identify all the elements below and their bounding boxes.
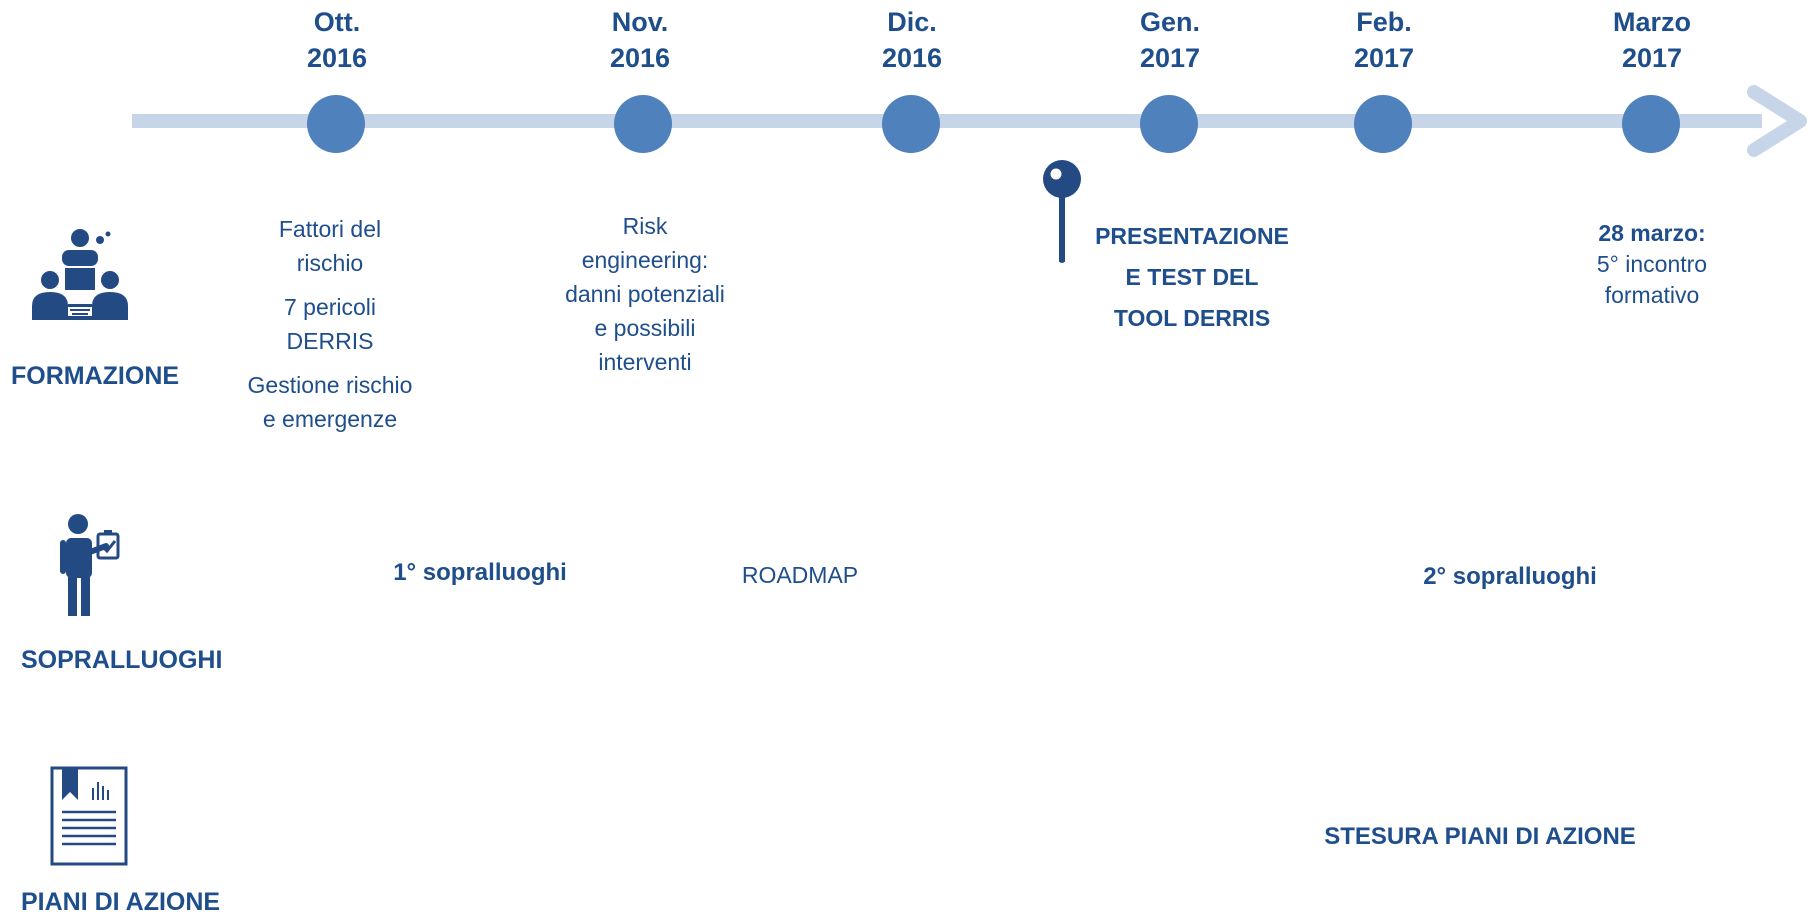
category-sopralluoghi: SOPRALLUOGHI [21, 646, 223, 674]
month-label-dic: Dic.2016 [881, 7, 943, 73]
category-piani-di-azione: PIANI DI AZIONE [21, 888, 221, 916]
piani-stesura: STESURA PIANI DI AZIONE [1324, 823, 1636, 850]
sopralluoghi-second: 2° sopralluoghi [1423, 563, 1597, 590]
timeline-node-feb [1354, 95, 1412, 153]
sopralluoghi-roadmap: ROADMAP [741, 562, 859, 588]
category-formazione: FORMAZIONE [11, 362, 180, 390]
month-label-nov: Nov.2016 [609, 7, 671, 73]
meeting-icon [32, 229, 128, 320]
formazione-nov-text: Risk engineering: danni potenziali e pos… [565, 213, 725, 375]
timeline-node-dic [882, 95, 940, 153]
timeline-node-marzo [1622, 95, 1680, 153]
month-label-feb: Feb.2017 [1353, 7, 1415, 73]
document-icon [50, 766, 128, 866]
month-label-gen: Gen.2017 [1139, 7, 1201, 73]
formazione-marzo-text: 28 marzo: 5° incontro formativo [1596, 220, 1708, 308]
timeline-node-gen [1140, 95, 1198, 153]
month-label-ott: Ott.2016 [306, 7, 368, 73]
sopralluoghi-first: 1° sopralluoghi [393, 559, 567, 586]
formazione-ott-text: Fattori del rischio 7 pericoli DERRIS Ge… [247, 216, 413, 432]
pin-icon [1043, 160, 1081, 263]
milestone-presentazione-text: PRESENTAZIONE E TEST DEL TOOL DERRIS [1095, 223, 1289, 331]
timeline-node-nov [614, 95, 672, 153]
timeline-node-ott [307, 95, 365, 153]
inspector-icon [60, 514, 120, 616]
